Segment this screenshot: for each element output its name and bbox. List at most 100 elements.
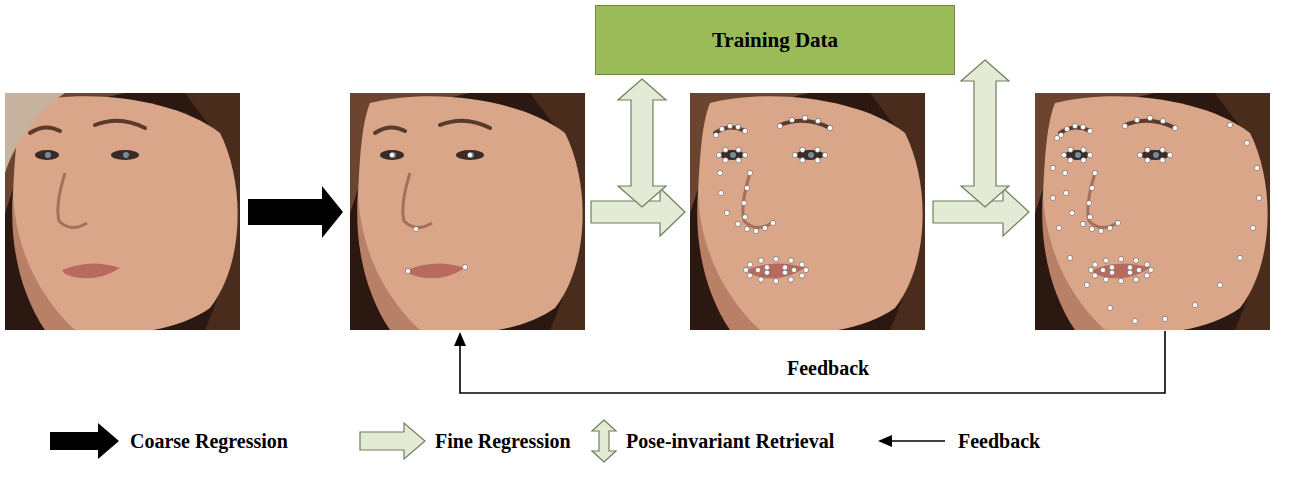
landmark-dot: [1115, 220, 1120, 225]
landmark-dot: [1067, 255, 1072, 260]
landmark-dot: [735, 124, 740, 129]
landmark-dot: [789, 117, 794, 122]
landmark-dot: [1136, 267, 1141, 272]
landmark-dot: [1118, 278, 1123, 283]
landmark-dot: [717, 170, 722, 175]
landmark-dot: [755, 267, 760, 272]
landmark-dot: [1227, 122, 1232, 127]
landmark-dot: [719, 126, 724, 131]
landmark-dot: [723, 158, 728, 163]
landmark-dot: [389, 152, 394, 157]
landmark-dot: [800, 158, 805, 163]
landmark-dot: [1086, 200, 1091, 205]
landmark-dot: [1103, 258, 1108, 263]
landmark-dot: [1147, 115, 1152, 120]
landmark-dot: [1081, 158, 1086, 163]
landmark-dot: [791, 267, 796, 272]
landmark-dot: [1237, 255, 1242, 260]
landmark-dot: [1092, 273, 1097, 278]
feedback-sample-head: [878, 435, 892, 447]
landmark-dot: [1087, 214, 1092, 219]
photo-frame: [1035, 93, 1270, 334]
landmark-dot: [1103, 277, 1108, 282]
landmark-dot: [1109, 265, 1114, 270]
landmark-dot: [788, 277, 793, 282]
legend-text: Fine Regression: [435, 430, 571, 453]
feedback-sample: [890, 440, 945, 442]
landmark-dot: [802, 115, 807, 120]
landmark-dot: [1160, 158, 1165, 163]
landmark-dot: [1172, 125, 1177, 130]
landmark-dot: [1089, 185, 1094, 190]
landmark-dot: [1092, 262, 1097, 267]
landmark-dot: [792, 152, 797, 157]
landmark-dot: [744, 226, 749, 231]
landmark-dot: [1092, 170, 1097, 175]
landmark-dot: [1069, 210, 1074, 215]
landmark-dot: [742, 214, 747, 219]
landmark-dot: [788, 258, 793, 263]
landmark-dot: [1050, 195, 1055, 200]
landmark-dot: [773, 256, 778, 261]
landmark-dot: [744, 185, 749, 190]
landmark-dot: [1244, 140, 1249, 145]
photo-frame: [690, 93, 925, 334]
landmark-dot: [724, 210, 729, 215]
landmark-dot: [1050, 165, 1055, 170]
photo-frame: [5, 93, 240, 334]
landmark-dot: [1118, 256, 1123, 261]
landmark-dot: [753, 228, 758, 233]
landmark-dot: [1081, 147, 1086, 152]
landmark-dot: [1063, 190, 1068, 195]
landmark-dot: [1145, 158, 1150, 163]
feedback-head: [454, 332, 466, 346]
landmark-dot: [822, 152, 827, 157]
face-photo: [690, 93, 925, 334]
landmark-dot: [747, 273, 752, 278]
landmark-dot: [1133, 258, 1138, 263]
landmarks: [1050, 115, 1261, 323]
retrieval-arrow: [961, 60, 1009, 207]
landmark-dot: [735, 221, 740, 226]
landmark-dot: [1087, 152, 1092, 157]
landmark-dot: [727, 123, 732, 128]
landmark-dot: [1061, 152, 1066, 157]
box-title: Training Data: [712, 28, 838, 52]
landmark-dot: [747, 170, 752, 175]
face-photo: [1035, 93, 1270, 334]
landmark-dot: [718, 190, 723, 195]
landmarks: [389, 152, 472, 273]
landmark-dot: [1084, 282, 1089, 287]
coarse-arrow: [248, 186, 343, 238]
landmark-dot: [1062, 170, 1067, 175]
landmark-dot: [782, 270, 787, 275]
feedback-line: [460, 331, 1165, 393]
landmark-dot: [741, 200, 746, 205]
landmark-dot: [1133, 277, 1138, 282]
landmark-dot: [1100, 267, 1105, 272]
landmark-dot: [799, 262, 804, 267]
photo-frame: [350, 93, 585, 334]
landmark-dot: [1087, 128, 1092, 133]
landmark-dot: [1145, 147, 1150, 152]
data-box: Training Data: [595, 5, 955, 75]
face-photo: [350, 93, 585, 334]
landmark-dot: [736, 158, 741, 163]
landmark-dot: [1068, 147, 1073, 152]
face-photo: [5, 93, 240, 334]
landmark-dot: [1250, 225, 1255, 230]
retrieval-sample: [592, 420, 616, 462]
landmark-dot: [713, 132, 718, 137]
landmark-dot: [747, 262, 752, 267]
landmark-dot: [716, 152, 721, 157]
landmark-dot: [1107, 305, 1112, 310]
landmark-dot: [1144, 262, 1149, 267]
landmark-dot: [1160, 147, 1165, 152]
landmark-dot: [742, 152, 747, 157]
landmark-dot: [773, 278, 778, 283]
landmark-dot: [1134, 117, 1139, 122]
landmark-dot: [742, 128, 747, 133]
landmark-dot: [736, 147, 741, 152]
landmark-dot: [815, 118, 820, 123]
fine-sample: [360, 423, 425, 459]
